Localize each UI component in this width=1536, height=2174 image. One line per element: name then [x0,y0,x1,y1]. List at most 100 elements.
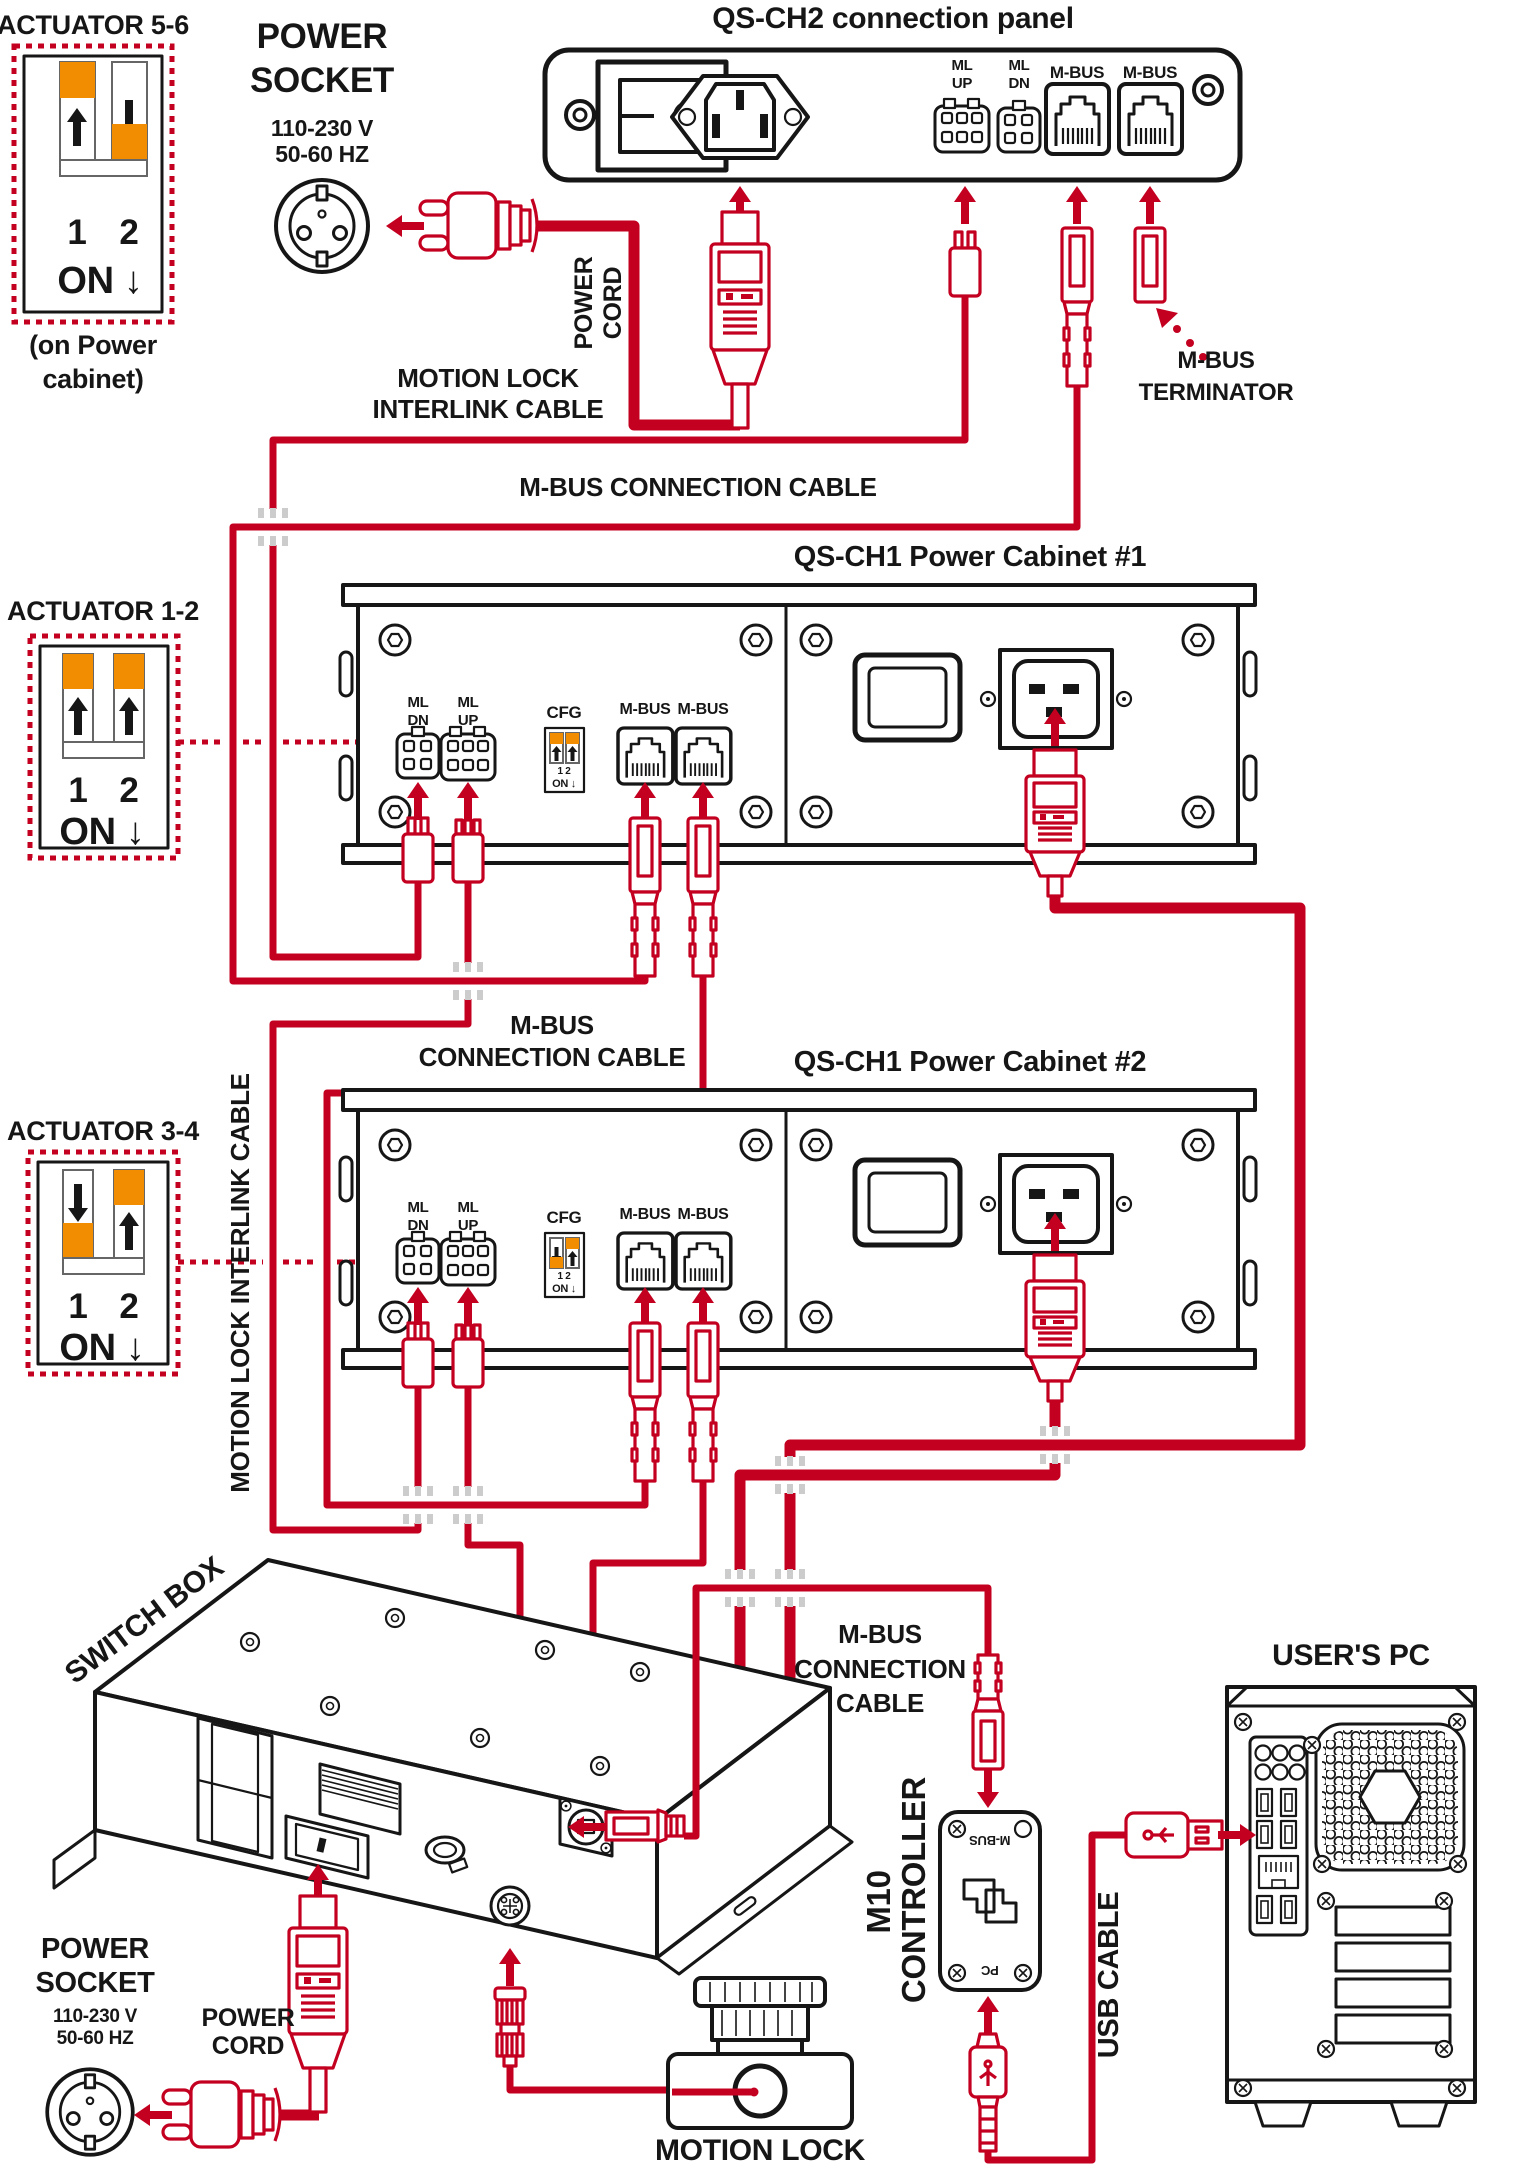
m12-plug-icon [493,1986,527,2068]
voltage-label: 110-230 V [271,115,374,141]
breaker-icon [852,1157,963,1248]
mbus-port-icon [674,1231,733,1291]
c13-connector-icon [287,1894,349,2114]
power-cord-label: CORD [599,267,627,339]
mbus-port-icon [616,1231,675,1291]
port-label: ML [457,1199,478,1216]
actuator-3-4-title: ACTUATOR 3-4 [7,1116,199,1146]
cabinet-1 [338,583,1258,976]
mbus-terminator-icon [1133,226,1167,304]
power-socket-top [274,178,539,274]
io-panel [1248,1735,1309,1937]
mbus-port-icon [674,726,733,786]
rj-plug-icon [1062,228,1092,386]
ml-dn-port-icon [395,1230,441,1285]
mbus-cable-label: M-BUS CONNECTION CABLE [519,472,876,502]
c14-inlet-icon [670,74,810,160]
m10-port-label: PC [980,1963,998,1978]
ml-plug-icon [948,230,982,298]
port-label: ML [407,694,428,711]
c13-connector-icon [709,210,771,430]
ml-dn-port-icon [395,725,441,780]
rj-plug-icon [688,818,718,976]
labels: QS-CH2 connection panel ML UP ML DN M-BU… [0,2,1430,2167]
ml-plug-icon [451,1323,485,1389]
actuator-3-4-dip [25,1149,181,1377]
rj-plug-icon [630,818,660,976]
mbus-cable-label: M-BUS [838,1619,922,1649]
cables-red [229,220,1306,2164]
port-label: M-BUS [620,701,672,718]
actuator-5-6-title: ACTUATOR 5-6 [0,10,189,40]
on-label: ON ↓ [59,811,144,853]
pin-label: 1 [68,1287,87,1326]
qs-ch2-title: QS-CH2 connection panel [712,2,1073,35]
mbus-port-icon [1044,82,1111,156]
power-cord-label: POWER [570,256,598,349]
mbus-cable-to-m10 [684,1584,992,1840]
frequency-label: 50-60 HZ [57,2028,134,2049]
note-label: (on Power [29,330,158,360]
mbus-cable-label: M-BUS [510,1010,594,1040]
power-socket-label: SOCKET [250,61,394,100]
ml-up-port-icon [439,725,497,782]
pin-label: 1 [67,213,86,252]
port-label: UP [458,1217,479,1234]
ml-plug-icon [451,818,485,884]
plug-icon [418,191,539,260]
power-socket-label: POWER [41,1933,149,1965]
port-label: DN [407,712,428,729]
cfg-label: CFG [547,1208,582,1227]
ethercon-plug [568,1808,686,1844]
ml-dn-port-icon [996,99,1042,154]
rj-plug-icon [971,1653,1005,1771]
mbus-port-icon [1117,82,1184,156]
mbus-port-icon [616,726,675,786]
port-label: ML [951,57,972,74]
switch-box [52,1558,854,1976]
power-cord-label: CORD [212,2032,284,2060]
cfg-on: ON ↓ [552,1283,576,1295]
on-label: ON ↓ [59,1327,144,1369]
terminator-label: TERMINATOR [1139,379,1294,406]
terminator-label: M-BUS [1177,347,1254,374]
port-label: ML [407,1199,428,1216]
vent-icon [318,1762,402,1836]
note-label: cabinet) [42,364,143,394]
rj-plug-icon [688,1323,718,1481]
usb-ports-icon [1255,1787,1298,1850]
cfg-dip-icon [543,726,586,794]
screw-icon [1192,74,1224,106]
port-label: M-BUS [620,1206,672,1223]
power-socket-bottom [45,2067,282,2157]
actuator-1-2-dip [27,633,181,861]
interlink-label: INTERLINK CABLE [373,394,604,424]
motion-lock-device [666,1976,854,2130]
usb-a-plug-icon [1124,1811,1224,1859]
port-label: UP [458,712,479,729]
dotted-arrow-icon [1156,308,1207,361]
qs-ch2-connectors [709,186,1207,430]
port-label: M-BUS [678,701,730,718]
port-label: M-BUS [678,1206,730,1223]
on-label: ON ↓ [57,260,142,302]
ml-up-port-icon [933,97,991,154]
mbus-cable-label: CABLE [836,1688,924,1718]
c19-connector-icon [1024,1253,1086,1403]
screw-icon [564,99,596,131]
ml-up-port-icon [439,1230,497,1287]
port-label: ML [457,694,478,711]
power-socket-label: SOCKET [35,1967,155,1999]
cfg-pins: 1 2 [557,766,571,777]
mini-usb-plug-icon [968,2032,1008,2153]
socket-icon [274,178,370,274]
interlink-label: MOTION LOCK [397,363,579,393]
c19-connector-icon [1024,748,1086,898]
pin-label: 1 [68,771,87,810]
mbus-cable-label: CONNECTION [794,1654,966,1684]
power-cord-label: POWER [202,2004,295,2032]
voltage-label: 110-230 V [53,2006,138,2027]
m10-logo-icon [962,1878,1018,1924]
cfg-pins: 1 2 [557,1271,571,1282]
